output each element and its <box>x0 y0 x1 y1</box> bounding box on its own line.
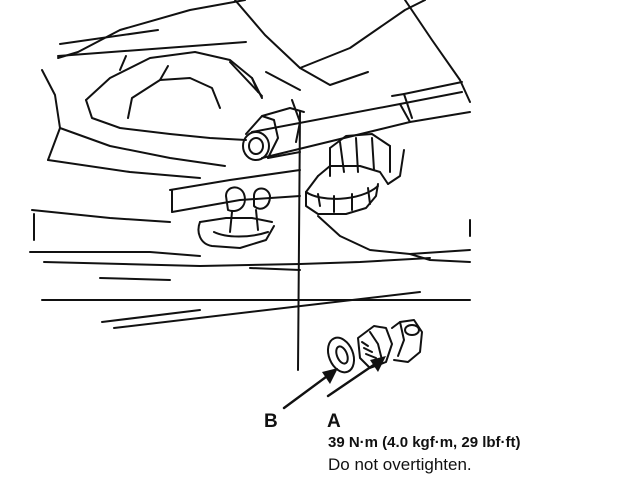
drain-bolt <box>357 319 423 369</box>
tightening-warning: Do not overtighten. <box>328 455 472 474</box>
callout-b-label: B <box>264 411 278 432</box>
callout-a-label: A <box>327 411 341 432</box>
case-lower-edge <box>29 209 471 323</box>
frame-lines <box>41 29 471 329</box>
torque-spec: 39 N·m (4.0 kgf·m, 29 lbf·ft) <box>328 434 521 451</box>
transmission-housing <box>41 0 471 179</box>
arrow-head-b <box>322 368 338 384</box>
leader-line <box>297 111 301 371</box>
crossmember <box>169 81 471 213</box>
lower-bracket <box>197 186 275 249</box>
arrow-head-a <box>370 356 386 372</box>
arrow-heads <box>322 356 386 384</box>
callout-arrows <box>282 360 380 410</box>
sealing-washer <box>326 336 356 374</box>
drain-housing <box>305 133 405 215</box>
